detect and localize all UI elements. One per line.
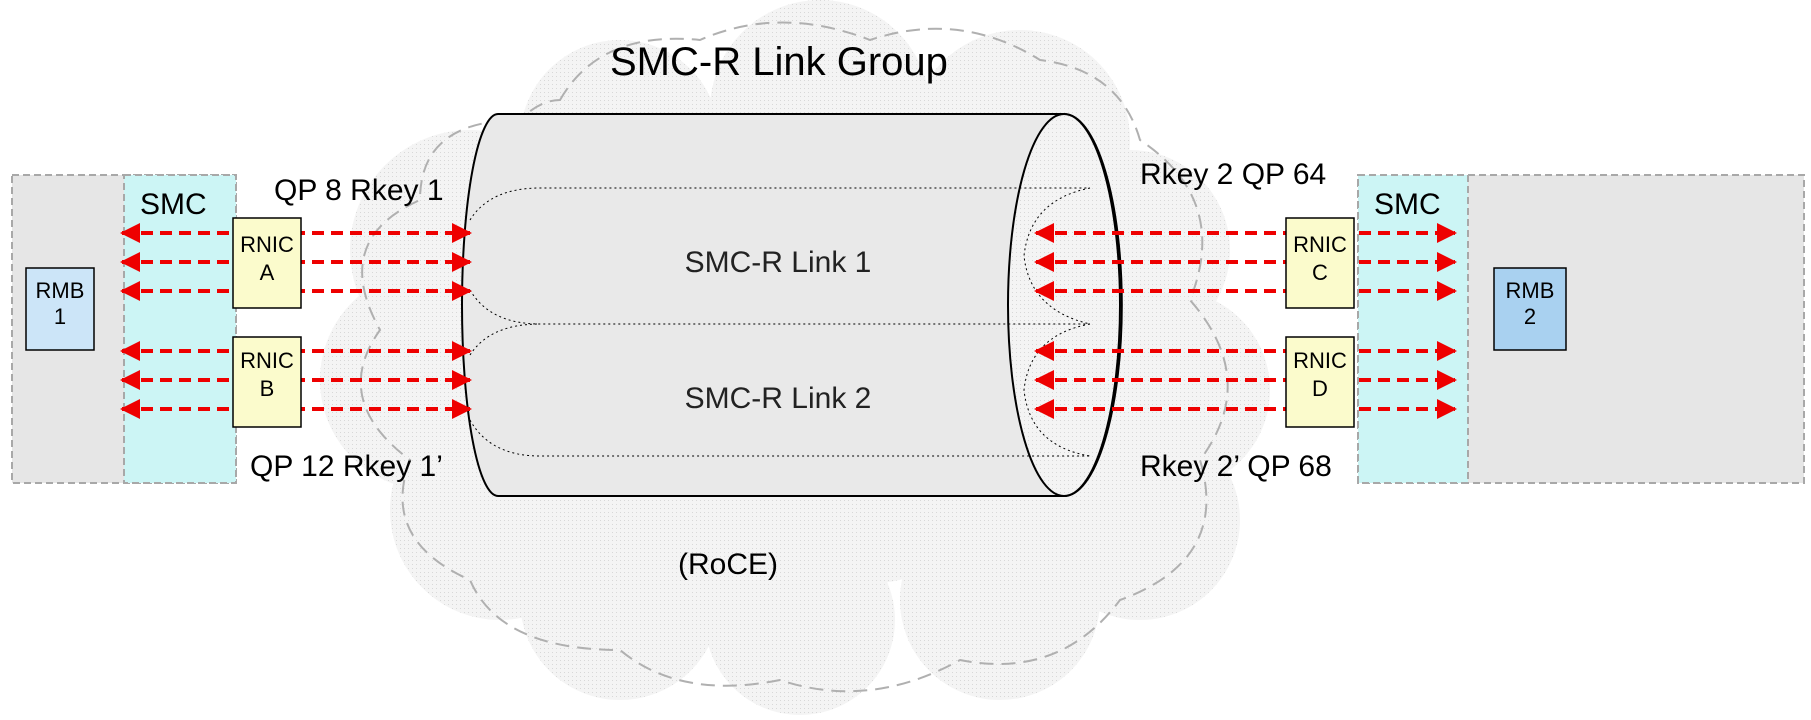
right-top-qp-label: Rkey 2 QP 64 xyxy=(1140,158,1326,191)
rnic-c-label-line2: C xyxy=(1312,260,1328,285)
diagram-title: SMC-R Link Group xyxy=(610,40,948,84)
rnic-a-box xyxy=(232,217,302,309)
link-1-end-curve xyxy=(1023,187,1091,325)
link-2-label: SMC-R Link 2 xyxy=(685,382,872,415)
rnic-b-box xyxy=(232,336,302,428)
right-smc-label: SMC xyxy=(1374,188,1441,221)
rmb-1-label-line2: 1 xyxy=(54,304,66,329)
rnic-a-label-line2: A xyxy=(260,260,275,285)
left-top-qp-label: QP 8 Rkey 1 xyxy=(274,174,444,207)
rnic-c-label-line1: RNIC xyxy=(1293,232,1347,257)
link-divider xyxy=(469,289,1090,325)
rnic-c: RNIC C xyxy=(1285,217,1355,309)
link-2-top-curve xyxy=(469,323,541,356)
left-smc-layer xyxy=(123,174,237,484)
rnic-a-label-line1: RNIC xyxy=(240,232,294,257)
rnic-d: RNIC D xyxy=(1285,336,1355,428)
link-group-pipe: SMC-R Link 1 SMC-R Link 2 xyxy=(461,113,1123,497)
rnic-a: RNIC A xyxy=(232,217,302,309)
rnic-c-box xyxy=(1285,217,1355,309)
rnic-d-label-line2: D xyxy=(1312,376,1328,401)
rmb-2-label-line2: 2 xyxy=(1524,304,1536,329)
right-smc-layer xyxy=(1357,174,1469,484)
left-host: SMC RMB 1 xyxy=(11,174,237,484)
pipe-end xyxy=(1007,113,1121,497)
link-2-end-curve xyxy=(1023,323,1091,457)
link-2-bottom-edge xyxy=(469,419,1090,457)
link-1-top-edge xyxy=(469,187,1090,221)
left-smc-label: SMC xyxy=(140,188,207,221)
rnic-b-label-line1: RNIC xyxy=(240,348,294,373)
rmb-1-box xyxy=(25,267,95,351)
rnic-b-label-line2: B xyxy=(260,376,275,401)
rnic-d-box xyxy=(1285,336,1355,428)
roce-label: (RoCE) xyxy=(678,548,778,581)
rmb-2-box xyxy=(1493,267,1567,351)
rnic-d-label-line1: RNIC xyxy=(1293,348,1347,373)
left-bottom-qp-label: QP 12 Rkey 1’ xyxy=(250,450,443,483)
rmb-2-label-line1: RMB xyxy=(1506,278,1555,303)
rnic-b: RNIC B xyxy=(232,336,302,428)
rmb-1-label-line1: RMB xyxy=(36,278,85,303)
link-1-label: SMC-R Link 1 xyxy=(685,246,872,279)
right-bottom-qp-label: Rkey 2’ QP 68 xyxy=(1140,450,1332,483)
right-host: SMC RMB 2 xyxy=(1357,174,1805,484)
